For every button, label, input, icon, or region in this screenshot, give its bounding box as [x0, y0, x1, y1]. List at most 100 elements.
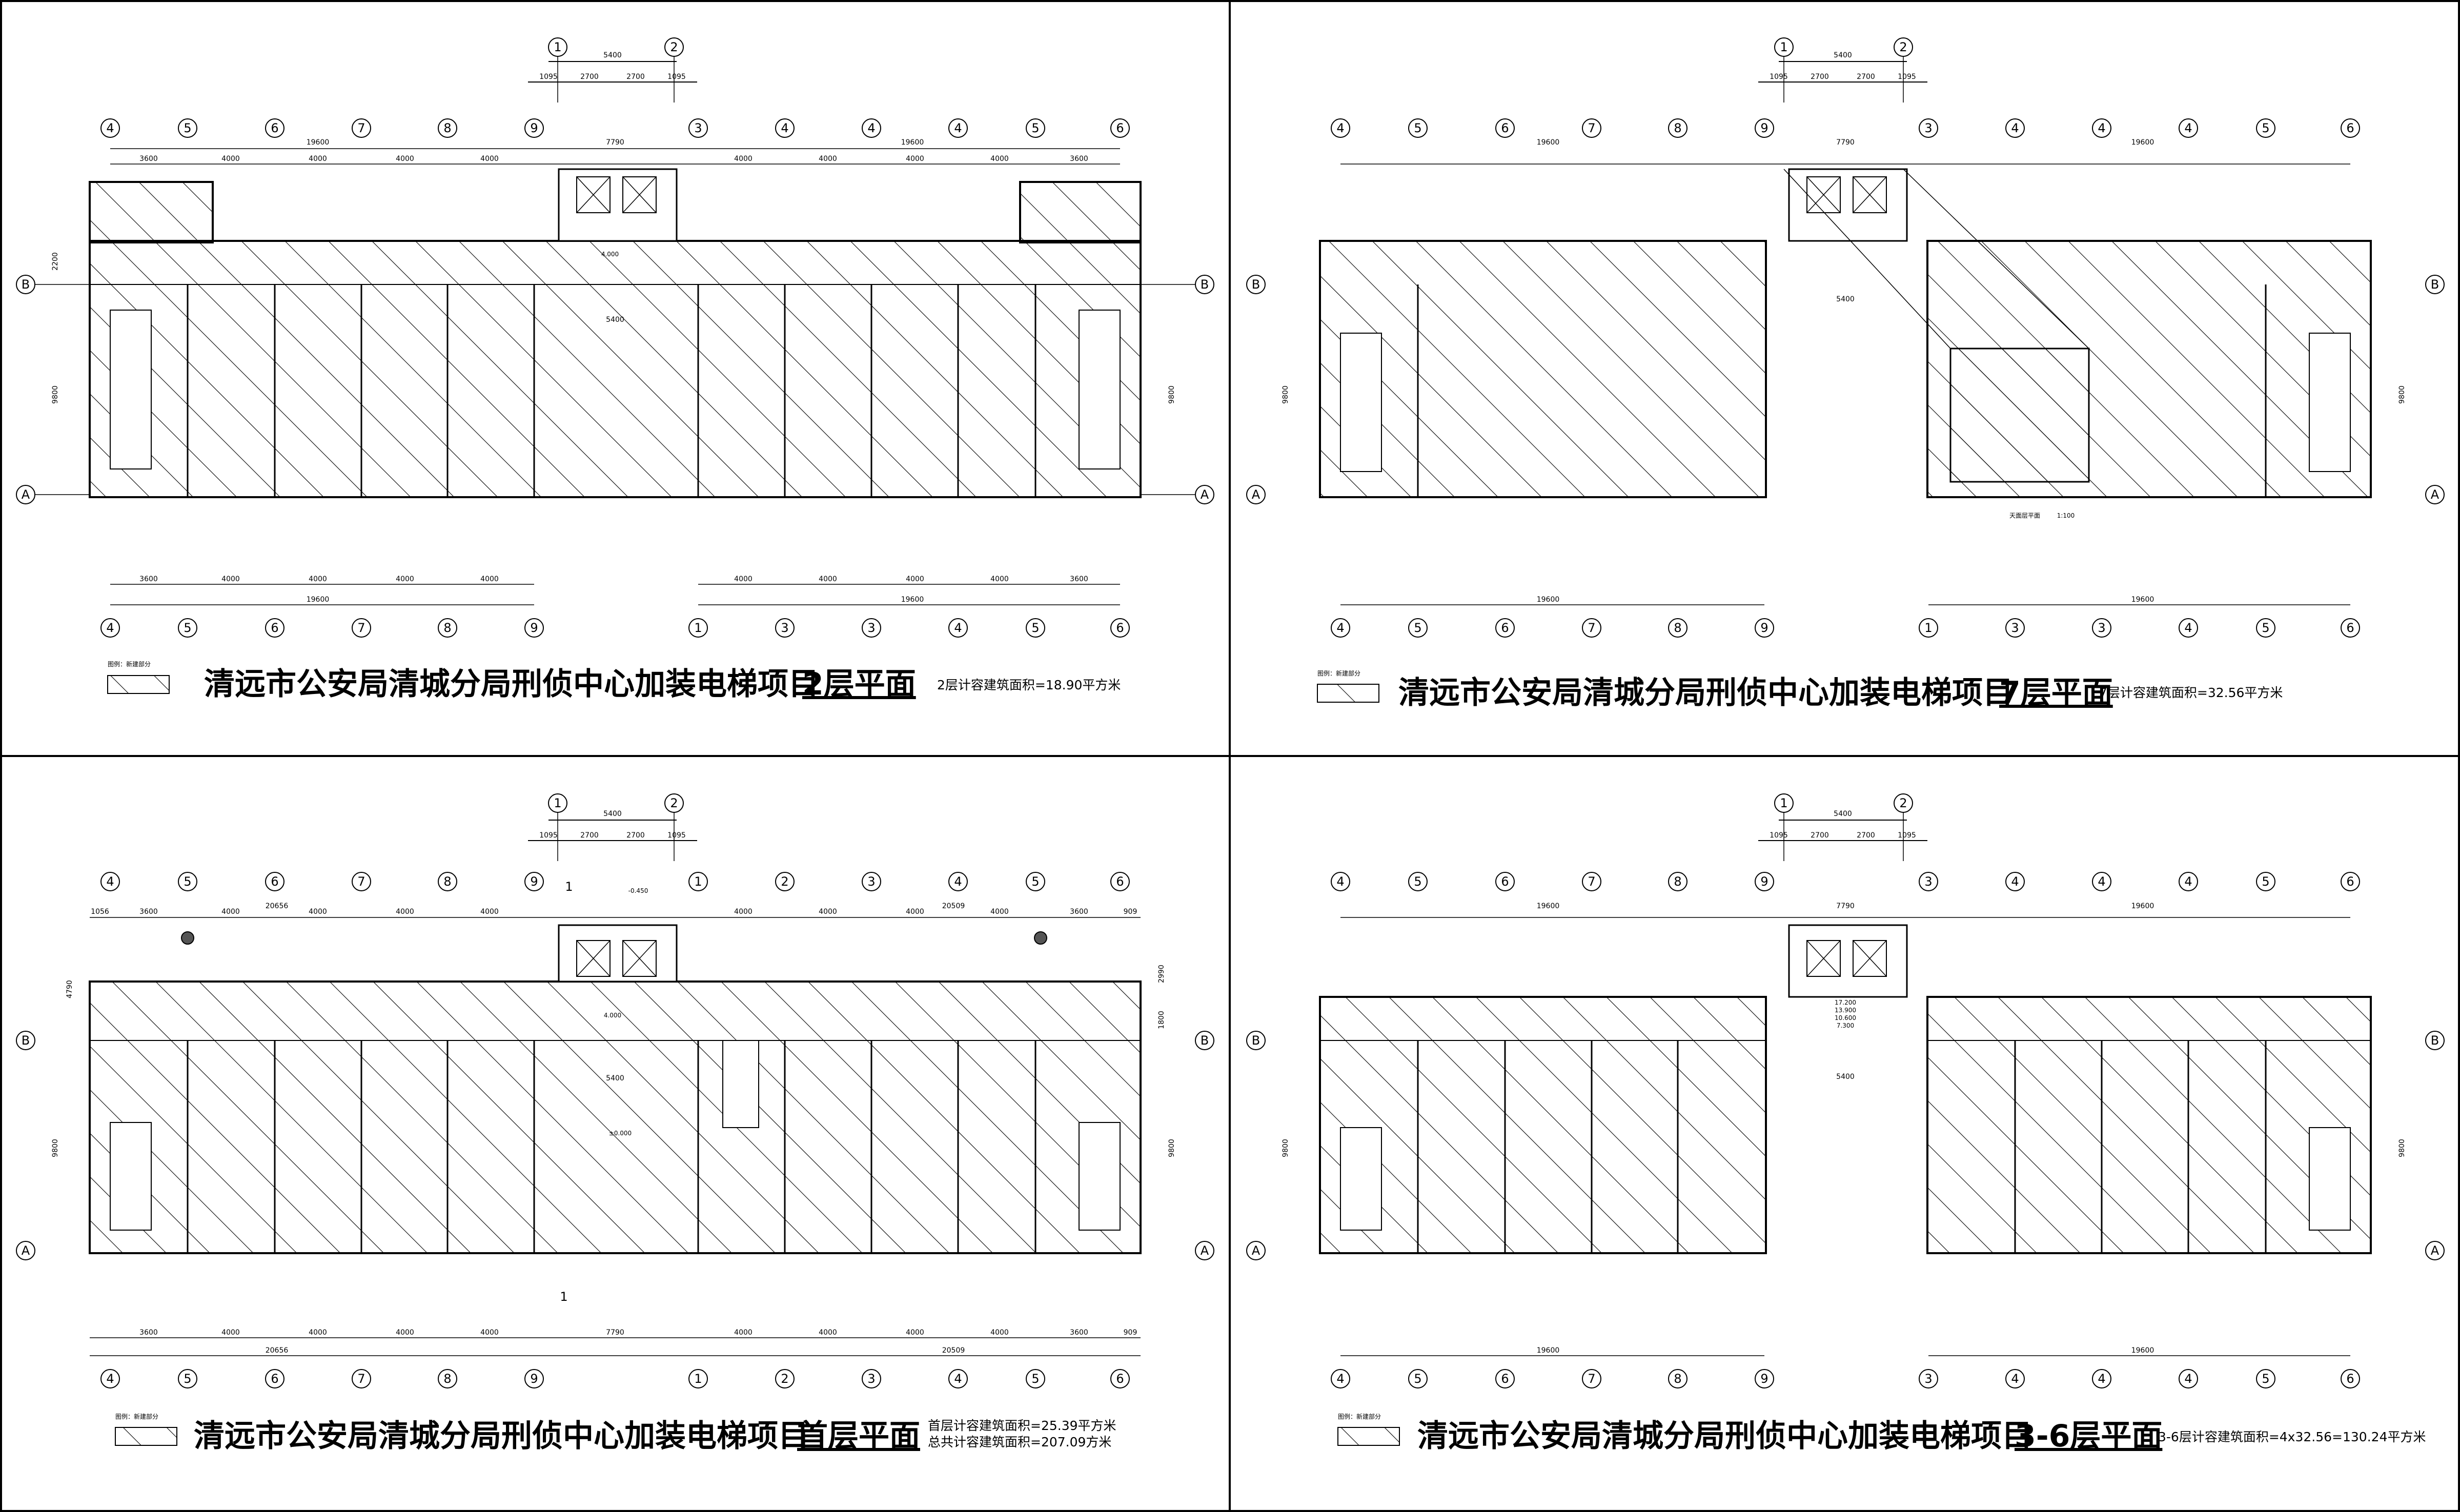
svg-text:2700: 2700 [1811, 73, 1829, 81]
svg-text:19600: 19600 [2131, 596, 2154, 604]
svg-text:3600: 3600 [1070, 1329, 1088, 1337]
svg-text:19600: 19600 [307, 138, 330, 147]
panel-subtitle-7f: 7层平面 [1999, 675, 2113, 711]
svg-text:6: 6 [271, 621, 278, 635]
svg-text:B: B [22, 1033, 30, 1048]
svg-text:3600: 3600 [139, 155, 158, 163]
svg-text:19600: 19600 [901, 138, 924, 147]
svg-text:3600: 3600 [1070, 575, 1088, 583]
svg-text:9: 9 [530, 874, 538, 889]
svg-text:2: 2 [781, 874, 788, 889]
area-note-1f-b: 总共计容建筑面积=207.09方米 [928, 1435, 1111, 1449]
axis-rows-7f: B A B A 9800 9800 [1246, 275, 2445, 504]
svg-text:19600: 19600 [2131, 902, 2154, 910]
svg-text:4: 4 [106, 121, 114, 135]
svg-text:9: 9 [1760, 1372, 1768, 1386]
svg-text:8: 8 [1674, 621, 1681, 635]
axis-rows-1f: B A B A 9800 9800 4790 2990 1800 [16, 965, 1214, 1260]
svg-text:4: 4 [106, 874, 114, 889]
svg-text:4000: 4000 [221, 908, 240, 916]
svg-text:20509: 20509 [942, 902, 965, 910]
svg-text:1095: 1095 [667, 73, 686, 81]
svg-text:7: 7 [357, 874, 365, 889]
svg-text:1095: 1095 [1770, 73, 1788, 81]
svg-text:5: 5 [1031, 874, 1039, 889]
svg-text:3600: 3600 [1070, 908, 1088, 916]
svg-text:6: 6 [1501, 121, 1509, 135]
svg-text:5: 5 [1414, 1372, 1421, 1386]
svg-text:4790: 4790 [66, 980, 74, 998]
svg-text:4000: 4000 [819, 575, 837, 583]
svg-text:B: B [1252, 277, 1260, 292]
svg-text:19600: 19600 [1537, 1346, 1560, 1355]
svg-text:5400: 5400 [1834, 51, 1852, 59]
svg-text:B: B [1252, 1033, 1260, 1048]
svg-text:19600: 19600 [901, 596, 924, 604]
svg-text:6: 6 [2346, 874, 2354, 889]
svg-text:4000: 4000 [990, 1329, 1009, 1337]
svg-text:4.000: 4.000 [601, 251, 619, 258]
svg-text:909: 909 [1124, 1329, 1137, 1337]
svg-text:9: 9 [530, 1372, 538, 1386]
svg-text:4: 4 [106, 621, 114, 635]
svg-text:19600: 19600 [2131, 138, 2154, 147]
lift-top-dims: 5400 1095 2700 2700 1095 [528, 51, 697, 83]
svg-text:7.300: 7.300 [1837, 1022, 1854, 1029]
svg-text:7790: 7790 [1836, 902, 1855, 910]
svg-text:1: 1 [565, 880, 573, 894]
svg-text:4: 4 [867, 121, 875, 135]
svg-text:6: 6 [1116, 121, 1124, 135]
svg-text:6: 6 [1501, 1372, 1509, 1386]
svg-text:4000: 4000 [734, 575, 753, 583]
axis-row-bottom-7f: 19600 19600 4 5 6 7 8 9 1 3 3 4 5 6 [1331, 596, 2360, 638]
svg-text:7: 7 [1588, 1372, 1595, 1386]
svg-text:6: 6 [271, 121, 278, 135]
axis-row-top-1f: 4 5 6 7 8 9 1 2 3 4 5 6 20656 20509 1056… [90, 872, 1141, 945]
svg-text:8: 8 [443, 621, 451, 635]
svg-text:3600: 3600 [139, 1329, 158, 1337]
svg-text:4: 4 [2184, 1372, 2192, 1386]
svg-text:3: 3 [867, 874, 875, 889]
svg-text:4000: 4000 [734, 155, 753, 163]
axis-rows-36f: B A B A 9800 9800 [1246, 1031, 2445, 1260]
building-body-1f: 4.000 ±0.000 5400 1 [89, 924, 1142, 1304]
svg-text:4: 4 [1336, 621, 1344, 635]
title-block-2f: 图例：新建部分 清远市公安局清城分局刑侦中心加装电梯项目 2层平面 2层计容建筑… [107, 660, 1121, 702]
svg-text:B: B [1201, 1033, 1209, 1048]
svg-text:B: B [2431, 1033, 2439, 1048]
svg-text:5: 5 [2262, 621, 2269, 635]
axis-rows-2f: B A B A 9800 9800 2200 [16, 252, 1214, 504]
svg-text:3: 3 [867, 621, 875, 635]
svg-text:2700: 2700 [1811, 831, 1829, 840]
svg-text:9800: 9800 [51, 385, 59, 404]
svg-text:6: 6 [2346, 1372, 2354, 1386]
svg-text:2700: 2700 [1857, 73, 1875, 81]
svg-text:19600: 19600 [307, 596, 330, 604]
svg-text:1: 1 [560, 1290, 567, 1304]
lift-top-dims-1f: 1 2 5400 1095 2700 2700 1095 -0.450 1 [528, 793, 697, 894]
lift-axis-top: 1 2 [548, 37, 684, 103]
svg-text:5: 5 [1031, 1372, 1039, 1386]
svg-text:1: 1 [1780, 796, 1787, 810]
svg-text:19600: 19600 [1537, 138, 1560, 147]
svg-text:1: 1 [1780, 40, 1787, 54]
svg-text:A: A [2431, 1243, 2439, 1258]
svg-text:1: 1 [554, 796, 561, 810]
svg-text:4000: 4000 [396, 1329, 414, 1337]
svg-text:B: B [1201, 277, 1209, 292]
svg-text:4000: 4000 [734, 1329, 753, 1337]
svg-text:4000: 4000 [906, 575, 924, 583]
svg-text:7790: 7790 [606, 1329, 624, 1337]
svg-text:4000: 4000 [906, 155, 924, 163]
svg-text:图例：新建部分: 图例：新建部分 [115, 1413, 158, 1420]
svg-text:3: 3 [781, 621, 788, 635]
svg-text:图例：新建部分: 图例：新建部分 [1338, 1413, 1381, 1420]
svg-text:19600: 19600 [2131, 1346, 2154, 1355]
svg-text:1095: 1095 [667, 831, 686, 840]
area-note-7f: 7层计容建筑面积=32.56平方米 [2099, 685, 2283, 700]
panel-subtitle-3-6f: 3-6层平面 [2015, 1418, 2162, 1454]
lift-top-dims-36f: 1 2 5400 1095 2700 2700 1095 [1758, 793, 1927, 861]
svg-text:4000: 4000 [819, 155, 837, 163]
svg-text:19600: 19600 [1537, 902, 1560, 910]
panel-title-2f: 清远市公安局清城分局刑侦中心加装电梯项目 [204, 666, 819, 702]
